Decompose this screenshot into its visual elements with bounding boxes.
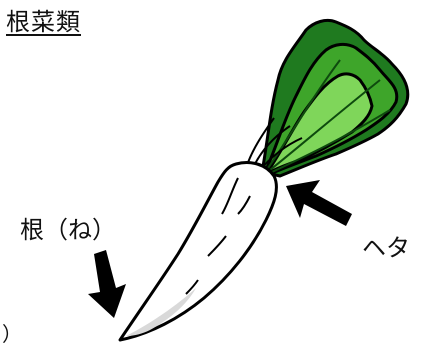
arrow-calyx [286, 180, 352, 226]
label-root: 根（ね） [20, 216, 116, 244]
arrow-root [88, 250, 126, 318]
label-edge-fragment: ） [2, 322, 22, 346]
leaves [260, 18, 410, 178]
radish-root [118, 161, 278, 342]
page-title: 根菜類 [6, 8, 81, 36]
label-calyx: ヘタ [362, 234, 410, 262]
